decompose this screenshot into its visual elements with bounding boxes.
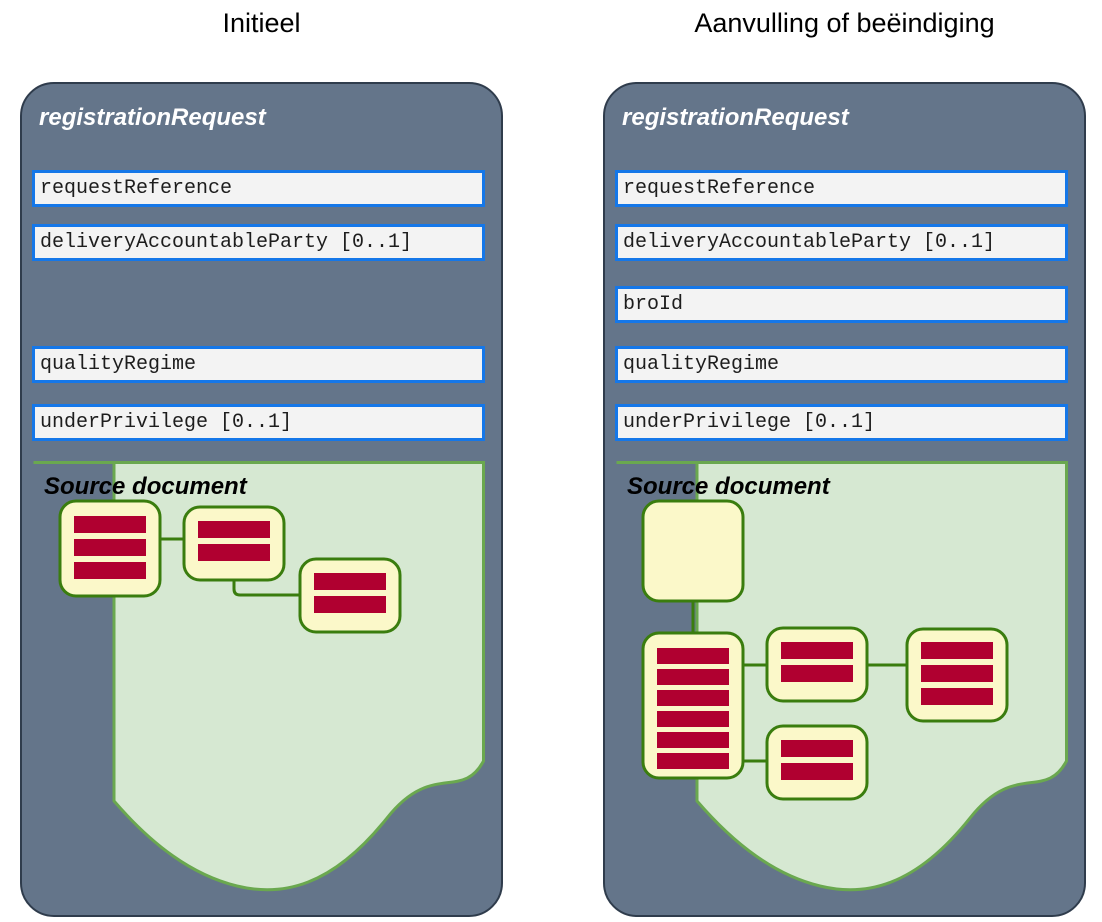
node-bar xyxy=(921,688,993,705)
field-underPrivilege[interactable]: underPrivilege [0..1] xyxy=(615,404,1068,441)
field-broId[interactable]: broId xyxy=(615,286,1068,323)
node-mid[interactable] xyxy=(765,626,869,703)
node-bar xyxy=(198,544,270,561)
node-bar xyxy=(74,516,146,533)
source-document-left: Source document xyxy=(32,461,485,915)
field-qualityRegime[interactable]: qualityRegime xyxy=(32,346,485,383)
node-bar xyxy=(657,711,729,727)
source-document-diagram-right xyxy=(641,499,1009,801)
node-bar xyxy=(781,642,853,659)
column-title-right: Aanvulling of beëindiging xyxy=(694,8,995,38)
source-document-right: Source document xyxy=(615,461,1068,915)
edge-group xyxy=(691,601,907,763)
panel-initieel: registrationRequest requestReference del… xyxy=(20,82,503,917)
node-b[interactable] xyxy=(182,505,286,582)
node-bar xyxy=(921,665,993,682)
node-bar xyxy=(921,642,993,659)
node-bar xyxy=(314,596,386,613)
field-deliveryAccountableParty[interactable]: deliveryAccountableParty [0..1] xyxy=(32,224,485,261)
node-bar xyxy=(657,732,729,748)
column-title-left: Initieel xyxy=(222,8,301,38)
source-document-title: Source document xyxy=(627,473,830,500)
node-bar xyxy=(657,690,729,706)
node-root[interactable] xyxy=(641,499,745,603)
node-bar xyxy=(74,539,146,556)
node-bar xyxy=(74,562,146,579)
node-main[interactable] xyxy=(641,631,745,780)
panel-header-title: registrationRequest xyxy=(39,104,266,131)
node-bar xyxy=(781,763,853,780)
edge-group xyxy=(160,537,300,597)
field-requestReference[interactable]: requestReference xyxy=(615,170,1068,207)
edge-b-c xyxy=(232,580,300,597)
source-document-diagram-left xyxy=(58,499,402,634)
node-right[interactable] xyxy=(905,627,1009,723)
node-bar xyxy=(657,669,729,685)
panel-header-title: registrationRequest xyxy=(622,104,849,131)
node-a[interactable] xyxy=(58,499,162,598)
source-document-title: Source document xyxy=(44,473,247,500)
field-requestReference[interactable]: requestReference xyxy=(32,170,485,207)
node-bar xyxy=(657,753,729,769)
panel-aanvulling-of-beeindiging: registrationRequest requestReference del… xyxy=(603,82,1086,917)
node-bar xyxy=(198,521,270,538)
field-deliveryAccountableParty[interactable]: deliveryAccountableParty [0..1] xyxy=(615,224,1068,261)
node-bar xyxy=(657,648,729,664)
field-underPrivilege[interactable]: underPrivilege [0..1] xyxy=(32,404,485,441)
node-bar xyxy=(781,740,853,757)
node-c[interactable] xyxy=(298,557,402,634)
node-bar xyxy=(781,665,853,682)
node-low[interactable] xyxy=(765,724,869,801)
field-qualityRegime[interactable]: qualityRegime xyxy=(615,346,1068,383)
node-bar xyxy=(314,573,386,590)
